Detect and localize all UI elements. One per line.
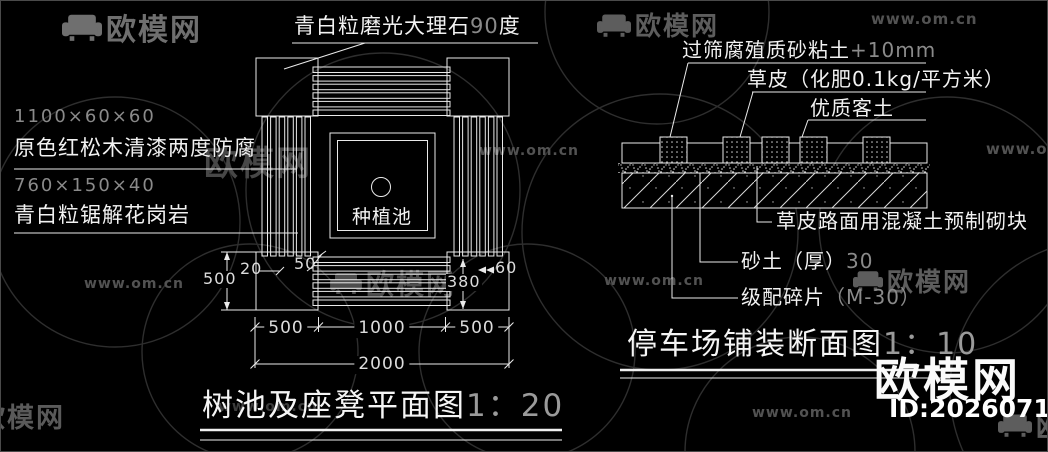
sofa-icon	[597, 14, 631, 37]
watermark-logo-top-left: 欧模网	[62, 5, 202, 49]
plan-leaders	[14, 42, 538, 234]
dim-20: 20	[240, 259, 263, 278]
dim-1000-bottom: 1000	[354, 319, 410, 338]
section-title-text: 停车场铺装断面图	[627, 327, 883, 362]
tree-pit-plan	[255, 57, 510, 311]
callout-gravel-num: （M-30）	[825, 285, 921, 309]
callout-block: 草皮路面用混凝土预制砌块	[776, 209, 1028, 233]
watermark-brand-text: 欧模网	[366, 268, 457, 301]
watermark-brand-bright: 欧模网	[874, 353, 1021, 407]
watermark-logo-bottom-right-partial: 欧模网	[998, 405, 1048, 445]
callout-marble-unit: 度	[498, 14, 521, 38]
dim-60: 60	[495, 258, 518, 277]
dim-380: 380	[446, 272, 482, 291]
dim-500-bottom-left: 500	[264, 319, 308, 338]
watermark-brand-text: 欧模网	[204, 144, 312, 184]
watermark-site-bottom-faint: www.om.cn	[218, 399, 319, 415]
dim-500-bottom-right: 500	[455, 319, 499, 338]
callout-wood: 原色红松木清漆两度防腐	[14, 136, 256, 160]
watermark-brand-text: 欧模网	[0, 403, 65, 434]
watermark-ghost-2: 欧模网	[330, 263, 456, 303]
watermark-site-mid-left: www.om.cn	[84, 276, 185, 292]
callout-soil: 优质客土	[810, 96, 894, 120]
callout-granite: 青白粒锯解花岗岩	[14, 203, 190, 227]
watermark-site-mid-2: www.om.cn	[604, 273, 705, 289]
dim-50: 50	[294, 254, 317, 273]
callout-gravel-text: 级配碎片	[741, 285, 825, 309]
watermark-site-top-right: www.om.cn	[871, 10, 978, 28]
callout-sand-text: 砂土（厚）	[741, 249, 846, 273]
watermark-id: ID:2026071	[889, 394, 1048, 423]
callout-humus-text: 过筛腐殖质砂粘土	[682, 38, 850, 62]
watermark-site-right-edge: www.om.cn	[986, 140, 1048, 158]
section-title: 停车场铺装断面图1：10	[627, 329, 978, 361]
callout-sand-num: 30	[846, 249, 874, 273]
callout-wood-size: 1100×60×60	[14, 106, 156, 127]
sofa-icon	[330, 273, 362, 294]
watermark-ghost-1: 欧模网	[204, 136, 312, 185]
dim-500-side: 500	[201, 269, 239, 288]
watermark-site-mid-1: www.om.cn	[479, 143, 580, 159]
watermark-logo-bottom-left-partial: 欧模网	[0, 396, 65, 435]
section-title-scale: 1：10	[883, 327, 979, 362]
label-planting-pit: 种植池	[351, 206, 413, 228]
callout-sand: 砂土（厚）30	[741, 251, 873, 272]
watermark-logo-top-center: 欧模网	[597, 6, 719, 43]
callout-marble-num: 90	[470, 14, 499, 38]
watermark-brand-text: 欧模网	[887, 268, 972, 298]
plan-title-text: 树池及座凳平面图	[202, 388, 466, 424]
plan-title-scale: 1：20	[466, 388, 565, 424]
watermark-brand-text: 欧模网	[106, 13, 202, 48]
watermark-brand-text: 欧模网	[635, 12, 720, 42]
title-underlines	[200, 368, 950, 441]
section-leaders	[669, 62, 926, 299]
dim-2000-total: 2000	[354, 355, 410, 374]
watermark-site-bottom-2: www.om.cn	[752, 405, 853, 421]
callout-turf: 草皮（化肥0.1kg/平方米）	[747, 67, 1005, 91]
sofa-icon	[998, 414, 1032, 437]
sofa-icon	[853, 271, 883, 291]
watermark-logo-mid-right: 欧模网	[853, 262, 971, 299]
plan-title: 树池及座凳平面图1：20	[202, 390, 564, 423]
callout-marble-text: 青白粒磨光大理石	[294, 14, 470, 38]
watermark-brand-text: 欧模网	[1036, 405, 1048, 445]
callout-humus: 过筛腐殖质砂粘土+10mm	[682, 40, 936, 61]
parking-section	[618, 136, 930, 209]
callout-gravel: 级配碎片（M-30）	[741, 287, 921, 308]
sofa-icon	[62, 14, 102, 41]
callout-marble: 青白粒磨光大理石90度	[294, 15, 521, 37]
callout-granite-size: 760×150×40	[14, 175, 156, 196]
callout-humus-num: +10mm	[850, 38, 937, 62]
